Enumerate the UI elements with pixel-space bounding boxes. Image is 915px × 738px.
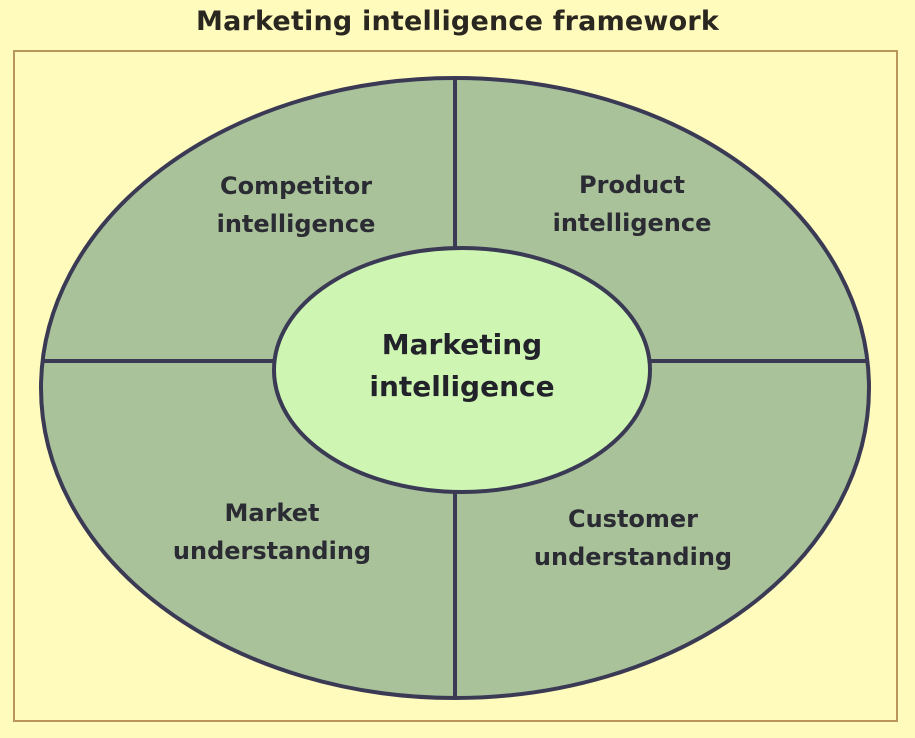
quadrant-market-understanding: Market understanding (162, 494, 382, 570)
quadrant-top-left-line1: Competitor (219, 172, 373, 200)
quadrant-bottom-right-line1: Customer (567, 505, 699, 533)
quadrant-top-right-line2: intelligence (552, 209, 712, 237)
quadrant-bottom-left-line2: understanding (172, 537, 372, 565)
quadrant-product-intelligence: Product intelligence (532, 166, 732, 242)
center-marketing-intelligence: Marketing intelligence (352, 324, 572, 408)
quadrant-competitor-intelligence: Competitor intelligence (196, 167, 396, 243)
quadrant-bottom-left-line1: Market (224, 499, 320, 527)
quadrant-bottom-right-line2: understanding (533, 543, 733, 571)
diagram-title: Marketing intelligence framework (196, 6, 719, 37)
quadrant-top-left-line2: intelligence (216, 210, 376, 238)
quadrant-top-right-line1: Product (579, 171, 685, 199)
center-line2: intelligence (369, 370, 555, 403)
quadrant-customer-understanding: Customer understanding (518, 500, 748, 576)
center-ellipse (272, 246, 652, 494)
center-line1: Marketing (381, 328, 543, 361)
diagram-frame (13, 50, 898, 722)
